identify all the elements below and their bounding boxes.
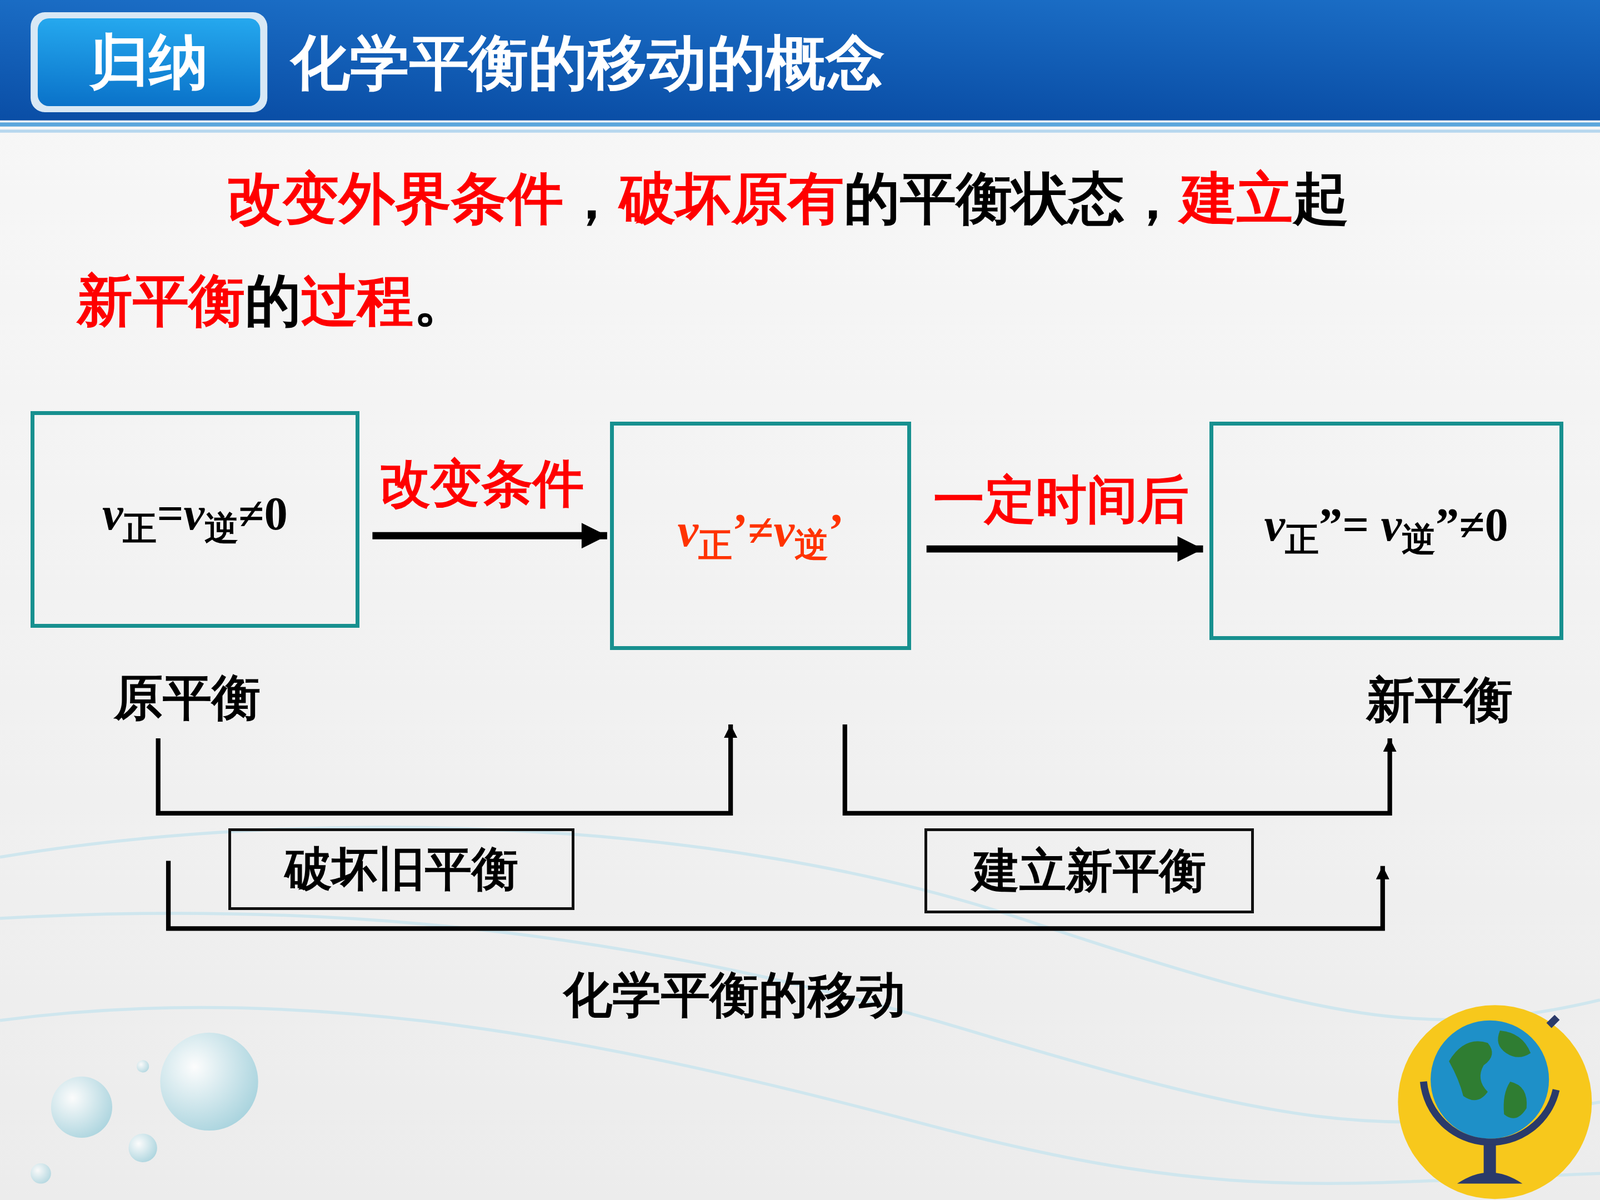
rate-formula: v正’≠v逆’	[677, 503, 844, 569]
bracket-arrow	[845, 724, 1390, 814]
process-arrow	[372, 532, 607, 540]
header-rule	[0, 122, 1600, 127]
header-bar	[0, 0, 1600, 121]
process-arrow	[926, 545, 1204, 553]
box-text: 归纳	[89, 22, 209, 103]
box-text: 破坏旧平衡	[285, 837, 519, 902]
definition-segment: 建立	[1180, 165, 1293, 232]
definition-text: 改变外界条件，破坏原有的平衡状态，建立起新平衡的过程。	[76, 147, 1393, 352]
rate-formula: v正=v逆≠0	[102, 486, 288, 552]
decor-curves	[0, 827, 1600, 1184]
definition-segment: 破坏原有	[619, 165, 844, 232]
state-box: v正’≠v逆’	[610, 421, 912, 650]
edge-label: 一定时间后	[933, 466, 1189, 535]
definition-segment: 改变外界条件	[226, 165, 564, 232]
state-heading: 原平衡	[113, 665, 261, 732]
badge-frame	[30, 12, 268, 113]
definition-segment: 新平衡	[76, 267, 245, 334]
edge-label: 改变条件	[379, 449, 584, 518]
definition-segment: 。	[413, 267, 470, 334]
state-box: v正”= v逆”≠0新平衡	[1209, 421, 1564, 640]
decor-bubbles	[30, 1032, 259, 1184]
section-badge: 归纳	[35, 16, 263, 108]
label-box: 破坏旧平衡	[228, 828, 575, 910]
bracket-arrow	[158, 724, 731, 814]
label-box: 建立新平衡	[924, 828, 1254, 913]
definition-segment: 的	[245, 267, 302, 334]
rate-formula: v正”= v逆”≠0	[1264, 497, 1509, 563]
header-rule	[0, 129, 1600, 133]
state-heading: 新平衡	[1366, 667, 1513, 734]
definition-segment: 的平衡状态，	[843, 165, 1181, 232]
definition-segment: 过程	[301, 267, 414, 334]
badge-fill	[37, 18, 260, 107]
globe-icon	[1397, 1005, 1592, 1199]
definition-segment: 起	[1292, 165, 1349, 232]
box-text: 建立新平衡	[972, 839, 1207, 903]
state-box: v正=v逆≠0原平衡	[30, 411, 359, 628]
definition-segment: ，	[563, 165, 620, 232]
slide-title: 化学平衡的移动的概念	[290, 22, 885, 104]
edge-label: 化学平衡的移动	[563, 961, 906, 1028]
